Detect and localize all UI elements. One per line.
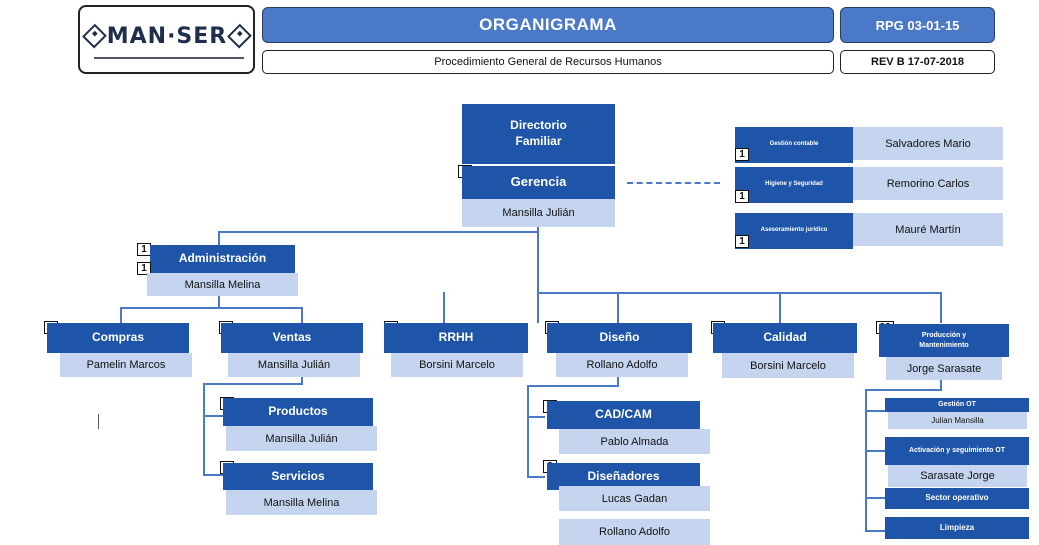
advisor-badge-higiene-seguridad: 1 [735,190,749,203]
directorio-familiar-box: Directorio Familiar [462,104,615,164]
advisor-person-higiene-seguridad: Remorino Carlos [853,167,1003,200]
logo-diamond-icon [82,23,107,49]
gerencia-person: Mansilla Julián [462,199,615,227]
ventas-person: Mansilla Julián [228,353,360,377]
activacion-person: Sarasate Jorge [888,465,1027,487]
advisor-person-asesoramiento-juridico: Mauré Martín [853,213,1003,246]
produccion-person: Jorge Sarasate [886,357,1002,380]
disenadores-person-2: Rollano Adolfo [559,519,710,545]
diseno-box: Diseño [547,323,692,353]
activacion-box: Activación y seguimiento OT [885,437,1029,465]
logo-tagline-lines [94,57,244,63]
rrhh-box: RRHH [384,323,528,353]
advisor-badge-gestion-contable: 1 [735,148,749,161]
document-code: RPG 03-01-15 [840,7,995,43]
cadcam-person: Pablo Almada [559,429,710,454]
productos-box: Productos [223,398,373,426]
advisor-title-asesoramiento-juridico: Asesoramiento jurídico [735,213,853,249]
advisor-person-gestion-contable: Salvadores Mario [853,127,1003,160]
limpieza-box: Limpieza [885,517,1029,539]
document-revision: REV B 17-07-2018 [840,50,995,74]
disenadores-person-1: Lucas Gadan [559,486,710,511]
cadcam-box: CAD/CAM [547,401,700,429]
calidad-box: Calidad [713,323,857,353]
text-cursor [98,414,99,429]
logo-text: MAN·SER [106,23,228,49]
rrhh-person: Borsini Marcelo [391,353,523,377]
advisor-title-gestion-contable: Gestión contable [735,127,853,163]
administracion-box: Administración [150,245,295,273]
produccion-box: Producción y Mantenimiento [879,324,1009,357]
advisor-badge-asesoramiento-juridico: 1 [735,235,749,248]
calidad-person: Borsini Marcelo [722,353,854,378]
sector-operativo-box: Sector operativo [885,488,1029,509]
document-title: ORGANIGRAMA [262,7,834,43]
compras-box: Compras [47,323,189,353]
ventas-box: Ventas [221,323,363,353]
logo-diamond-icon [227,23,252,49]
gestion-ot-person: Julian Mansilla [888,412,1027,429]
gestion-ot-box: Gestión OT [885,398,1029,412]
compras-person: Pamelin Marcos [60,353,192,377]
advisor-title-higiene-seguridad: Higiene y Seguridad [735,167,853,203]
gerencia-box: Gerencia [462,166,615,199]
servicios-box: Servicios [223,463,373,490]
servicios-person: Mansilla Melina [226,490,377,515]
administracion-count-badge-lower: 1 [137,262,151,275]
productos-person: Mansilla Julián [226,426,377,451]
document-subtitle: Procedimiento General de Recursos Humano… [262,50,834,74]
diseno-person: Rollano Adolfo [556,353,688,377]
company-logo: MAN·SER [78,5,255,74]
administracion-count-badge: 1 [137,243,151,256]
administracion-person: Mansilla Melina [147,273,298,296]
disenadores-box: Diseñadores [547,463,700,490]
